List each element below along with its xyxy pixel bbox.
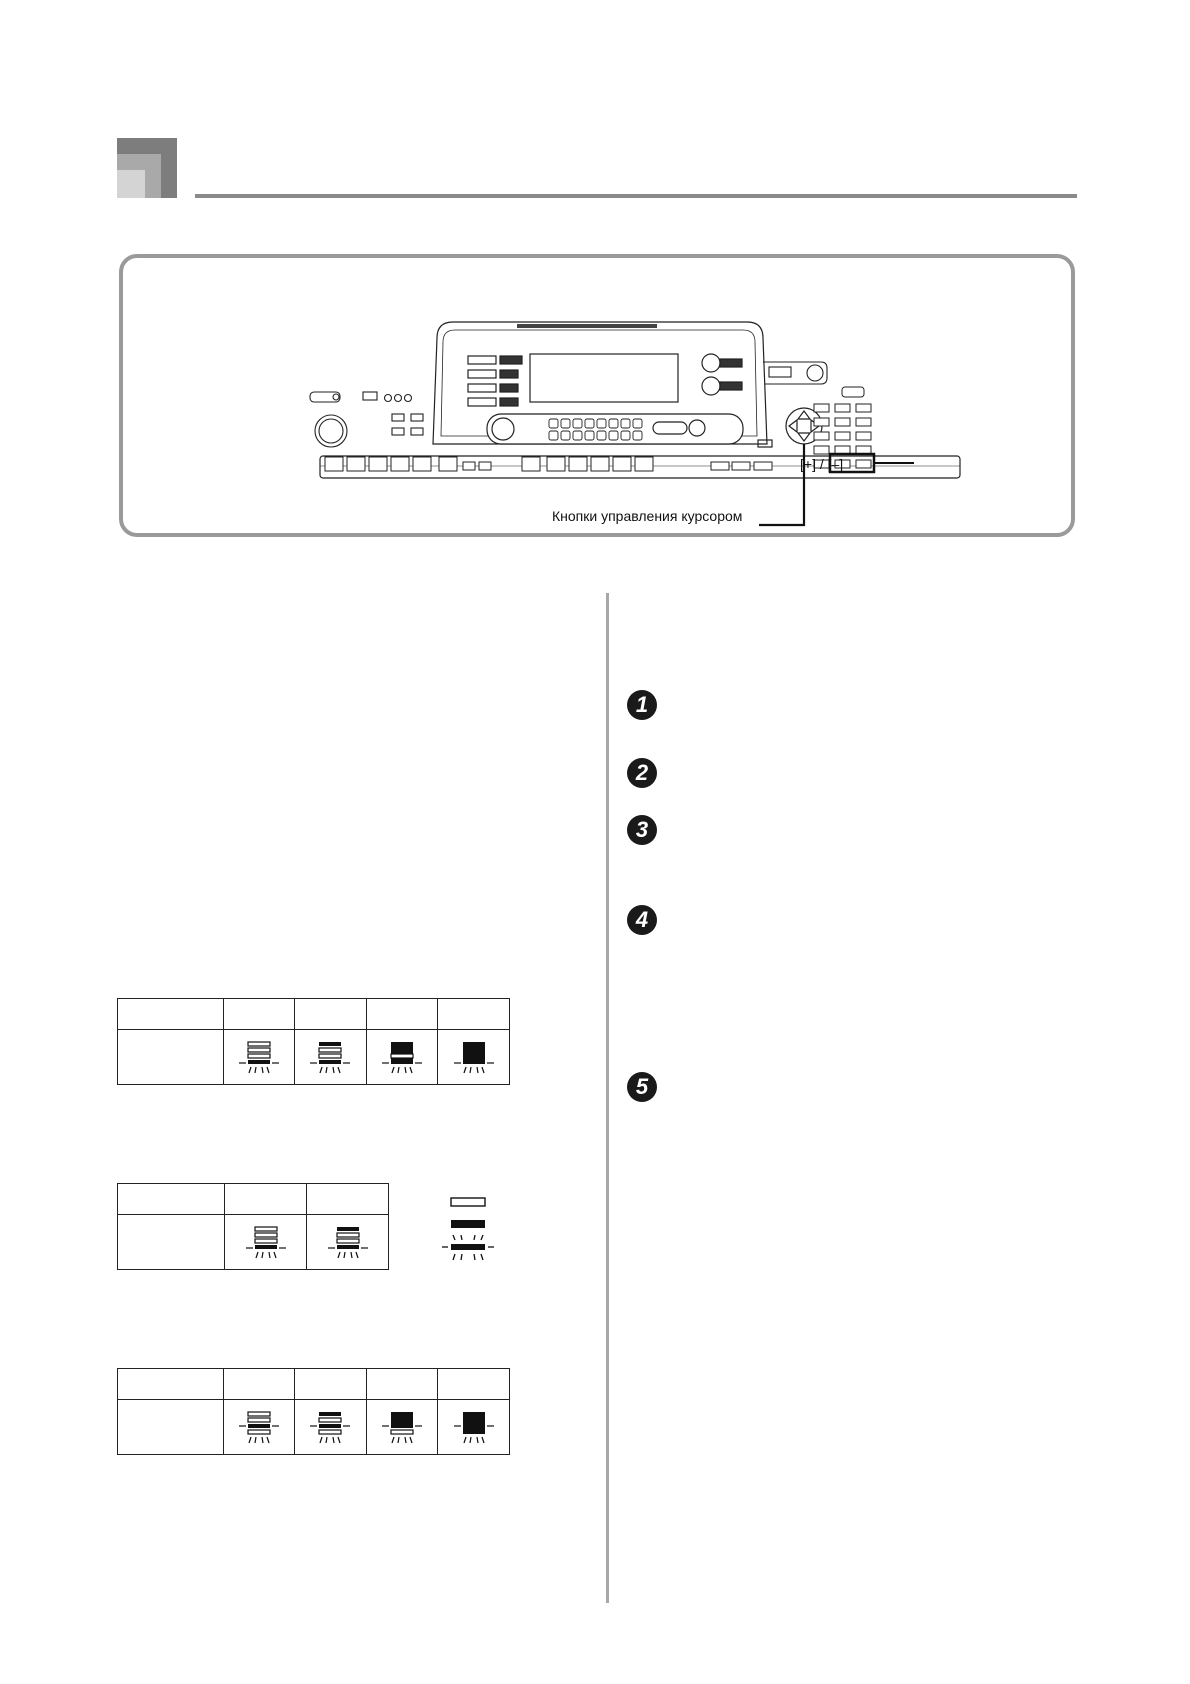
step-marker-4: 4 [627, 905, 657, 935]
table-header-cell [294, 998, 367, 1030]
table-cell [365, 1399, 439, 1455]
cursor-buttons-callout: Кнопки управления курсором [552, 508, 743, 524]
indicator-level-1-icon [245, 1226, 286, 1259]
indicator-table-3 [117, 1368, 510, 1455]
table-header-cell [306, 1183, 389, 1215]
table-cell [222, 1399, 296, 1455]
table-cell [117, 1029, 224, 1085]
table-header-cell [117, 1183, 225, 1215]
table-header-cell [222, 1368, 296, 1400]
indicator-level-3-icon [382, 1412, 423, 1444]
table-header-cell [294, 1368, 367, 1400]
indicator-level-3-icon [382, 1042, 423, 1074]
indicator-table-2 [117, 1183, 389, 1270]
step-marker-2: 2 [627, 758, 657, 788]
table-cell [294, 1399, 367, 1455]
indicator-level-4-icon [453, 1042, 494, 1074]
indicator-level-2-icon [327, 1227, 368, 1259]
indicator-level-4-icon [453, 1412, 494, 1444]
table-header-cell [224, 1183, 307, 1215]
table-cell [117, 1214, 225, 1270]
table-header-cell [117, 1368, 224, 1400]
table-header-cell [117, 998, 224, 1030]
table-cell [294, 1029, 367, 1085]
column-divider [606, 593, 609, 1603]
indicator-level-1-icon [238, 1041, 279, 1074]
table-cell [306, 1214, 389, 1270]
keyboard-illustration-frame [119, 254, 1075, 537]
table-cell [437, 1399, 510, 1455]
indicator-table-1 [117, 998, 510, 1085]
table-header-cell [222, 998, 296, 1030]
indicator-level-1-icon [238, 1411, 279, 1444]
table-cell [222, 1029, 296, 1085]
legend-off-icon [450, 1197, 486, 1207]
table-cell [365, 1029, 439, 1085]
indicator-level-2-icon [310, 1412, 351, 1444]
indicator-level-2-icon [310, 1042, 351, 1074]
table-header-cell [365, 998, 439, 1030]
keyboard-panel-illustration [309, 321, 961, 527]
legend-flashing-icon [442, 1234, 494, 1261]
plus-minus-callout: [+] / [–] [800, 456, 844, 472]
table-cell [117, 1399, 224, 1455]
section-corner-mark [117, 138, 177, 198]
legend-on-icon [451, 1220, 485, 1228]
step-marker-5: 5 [627, 1072, 657, 1102]
table-cell [437, 1029, 510, 1085]
table-header-cell [437, 998, 510, 1030]
step-marker-1: 1 [627, 690, 657, 720]
indicator-legend [442, 1197, 494, 1261]
header-rule [195, 194, 1077, 198]
table-header-cell [365, 1368, 439, 1400]
step-marker-3: 3 [627, 815, 657, 845]
table-cell [224, 1214, 307, 1270]
table-header-cell [437, 1368, 510, 1400]
